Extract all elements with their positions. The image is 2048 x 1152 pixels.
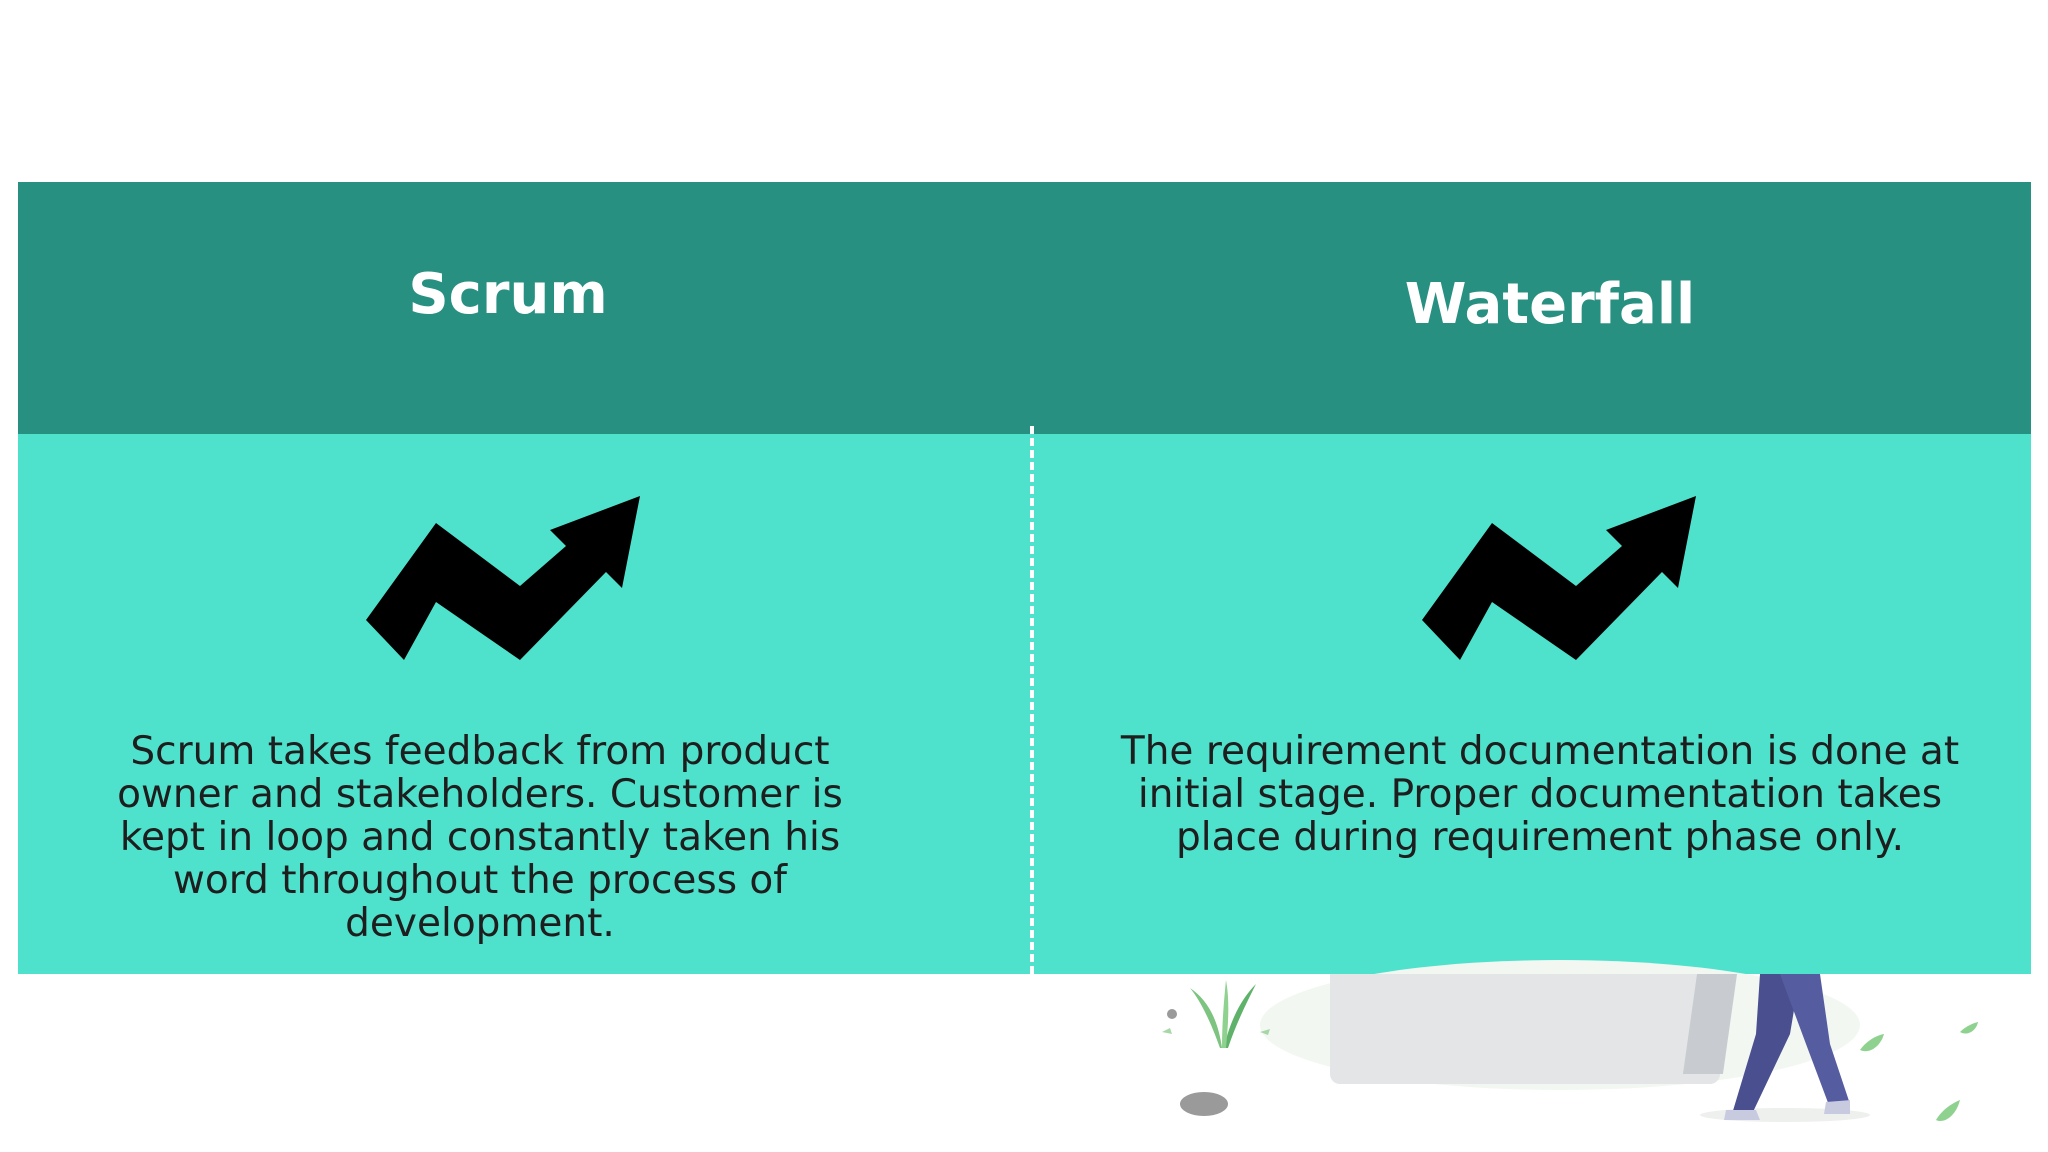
- laptop-illustration: [1330, 974, 1720, 1084]
- column-text-waterfall: The requirement documentation is done at…: [1120, 729, 1960, 860]
- trend-up-arrow-icon: [366, 496, 640, 660]
- column-title-waterfall: Waterfall: [1404, 272, 1696, 337]
- trend-up-arrow-icon: [1422, 496, 1696, 660]
- column-title-scrum: Scrum: [408, 262, 608, 327]
- column-text-scrum: Scrum takes feedback from product owner …: [117, 729, 843, 946]
- column-divider: [1030, 426, 1034, 974]
- person-legs-illustration: [1724, 974, 1850, 1120]
- leaves-icon: [1860, 1022, 1978, 1122]
- plant-icon: [1162, 980, 1270, 1048]
- header-band: [18, 182, 2031, 434]
- body-band: [18, 434, 2031, 974]
- stone-illustration: [1180, 1092, 1228, 1116]
